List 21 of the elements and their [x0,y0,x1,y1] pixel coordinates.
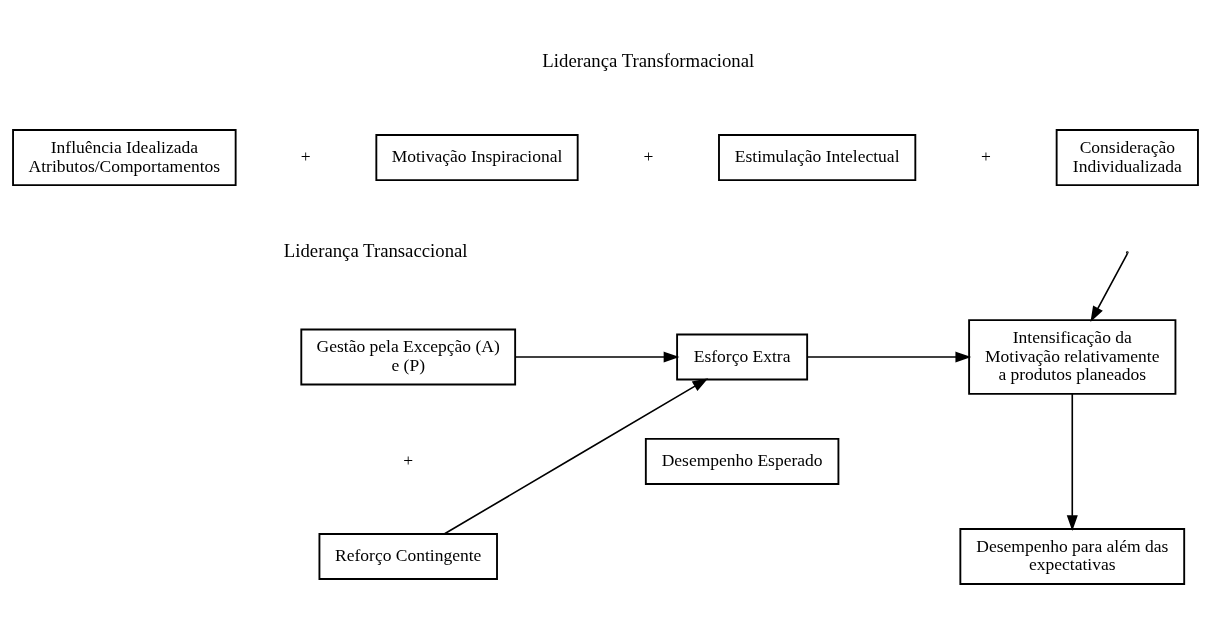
node-box: Influência Idealizada Atributos/Comportamentos [12,128,237,186]
label: Liderança Transaccional [283,239,468,261]
node-box: Reforço Contingente [318,532,498,580]
node-box: Gestão pela Excepção (A) e (P) [300,328,517,385]
label: + [403,449,414,470]
node-box: Desempenho Esperado [644,437,840,485]
label: + [300,145,311,166]
arrow [443,377,709,535]
node-box: Esforço Extra [676,333,809,380]
arrow [1090,252,1129,322]
node-box: Intensificação da Motivação relativamente a produtos planeados [968,318,1177,395]
node-box: Consideração Individualizada [1055,128,1199,186]
node-box: Desempenho para além das expectativas [959,527,1186,585]
label: Liderança Transformacional [542,49,755,71]
label: + [981,145,991,166]
arrow [806,351,972,363]
arrow [514,351,680,363]
node-box: Motivação Inspiracional [375,133,579,181]
label: + [643,145,654,166]
arrow [1066,392,1078,531]
node-box: Estimulação Intelectual [718,133,917,181]
